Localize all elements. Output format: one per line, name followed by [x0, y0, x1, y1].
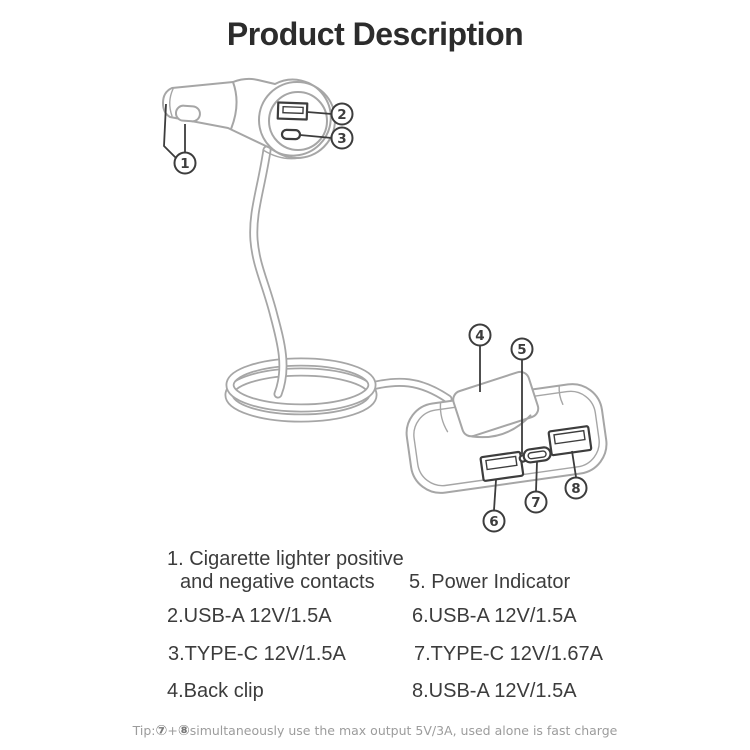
tip-text: simultaneously use the max output 5V/3A,…: [189, 723, 618, 738]
callout-1-line-b: [163, 103, 177, 159]
circled-7-icon: ⑦: [155, 723, 168, 739]
body-step-seam: [230, 81, 238, 130]
callout-3-circle: [330, 126, 354, 150]
cable-to-hub: [363, 377, 453, 404]
callout-6-line: [493, 479, 497, 511]
usb-a-port-left: [479, 450, 525, 482]
car-charger-illustration: [162, 77, 336, 160]
side-contact-pin: [174, 104, 201, 123]
callout-6-circle: [482, 509, 506, 533]
usb-a-port-right: [547, 425, 593, 457]
callout-3-line: [299, 134, 333, 139]
callout-7-number: 7: [531, 495, 540, 511]
callout-7-circle: [524, 490, 548, 514]
callout-5-number: 5: [517, 342, 526, 358]
tip-seam: [169, 88, 174, 117]
callout-1-number: 1: [180, 156, 189, 172]
legend-item-5: 5. Power Indicator: [409, 571, 571, 593]
hub-right-crease: [558, 384, 564, 406]
callouts: 1 2 3 4 5 6 7 8: [163, 102, 588, 533]
callout-2-circle: [330, 102, 354, 126]
type-c-port-hub: [522, 446, 552, 464]
legend-item-4: 4.Back clip: [167, 680, 264, 702]
cable-coil: [224, 357, 378, 423]
body-bottom-seam: [262, 149, 300, 160]
legend-item-8: 8.USB-A 12V/1.5A: [412, 680, 577, 702]
callout-4-number: 4: [475, 328, 484, 344]
page-title: Product Description: [226, 16, 524, 52]
face-inner-ring: [268, 91, 328, 151]
callout-1-circle: [173, 151, 197, 175]
legend-item-3: 3.TYPE-C 12V/1.5A: [168, 643, 346, 665]
callout-2-line: [306, 111, 333, 115]
legend-item-2: 2.USB-A 12V/1.5A: [167, 605, 332, 627]
legend-item-1-line1: 1. Cigarette lighter positive: [167, 548, 404, 570]
callout-4-circle: [468, 323, 492, 347]
tip-prefix: Tip:: [132, 723, 156, 738]
callout-2-number: 2: [337, 107, 346, 123]
tip-plus: +: [167, 723, 178, 738]
callout-8-number: 8: [571, 481, 580, 497]
callout-7-line: [535, 461, 538, 492]
legend-item-1: 1. Cigarette lighter positive and negati…: [167, 548, 404, 594]
legend-item-1-line2: and negative contacts: [180, 571, 375, 593]
callout-3-number: 3: [337, 131, 346, 147]
usb-a-port-charger: [276, 101, 309, 121]
legend-item-7: 7.TYPE-C 12V/1.67A: [414, 643, 603, 665]
tip-bar: Tip:⑦+⑧simultaneously use the max output…: [0, 723, 750, 739]
hub-left-crease: [439, 402, 449, 433]
charger-cable: [249, 145, 288, 399]
legend-item-6: 6.USB-A 12V/1.5A: [412, 605, 577, 627]
hub-illustration: [405, 370, 608, 494]
callout-5-circle: [510, 337, 534, 361]
callout-6-number: 6: [489, 514, 498, 530]
back-clip: [452, 370, 540, 439]
callout-8-circle: [564, 476, 588, 500]
type-c-port-charger: [280, 128, 302, 141]
callout-8-line: [571, 450, 577, 478]
circled-8-icon: ⑧: [177, 723, 190, 739]
